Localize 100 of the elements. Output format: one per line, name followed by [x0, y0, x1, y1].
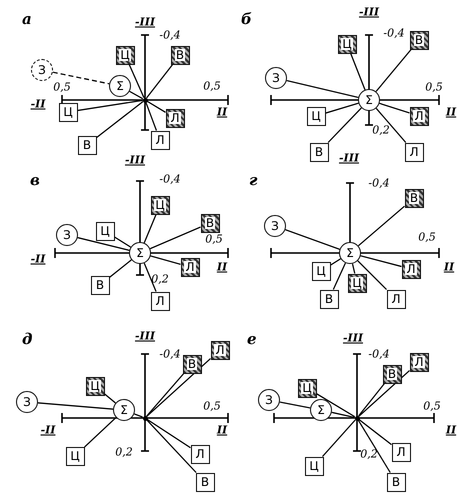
hatched-box — [338, 34, 356, 54]
connector-line — [38, 402, 114, 410]
axis-label: II — [216, 262, 228, 272]
circle-node: Σ — [358, 89, 380, 111]
axis-label: II — [446, 424, 456, 436]
hatched-box — [382, 364, 402, 384]
hatched-box — [210, 340, 230, 360]
hatched-box — [402, 260, 420, 278]
connector-line — [330, 258, 341, 266]
hatched-box — [170, 46, 190, 64]
tick-value: -0,4 — [368, 348, 390, 360]
panel-letter: а — [22, 12, 32, 27]
hatched-box — [182, 354, 202, 374]
connector-line — [134, 413, 143, 418]
axis-label: -III — [125, 154, 145, 166]
connector-line — [77, 100, 143, 112]
axis-label: II — [216, 424, 228, 436]
connector-line — [146, 373, 184, 416]
connector-line — [128, 64, 145, 98]
tick-value: 0,5 — [203, 80, 221, 92]
axis-label: II — [444, 262, 454, 272]
connector-line — [145, 102, 157, 131]
connector-line — [360, 255, 402, 268]
panel-letter: в — [30, 173, 40, 188]
connector-line — [144, 214, 157, 244]
tick-value: 0,5 — [205, 234, 223, 244]
connector-line — [109, 259, 132, 278]
hatched-box — [180, 258, 200, 276]
center-point — [142, 416, 148, 420]
axis-label: -II — [30, 98, 46, 110]
connector-line — [357, 260, 387, 290]
box-node: В — [386, 472, 406, 492]
axis-label: -II — [40, 424, 56, 436]
connector-line — [150, 226, 201, 250]
box-node: Ц — [96, 222, 114, 240]
box-node: Л — [392, 442, 410, 462]
axis-label: -III — [339, 152, 359, 164]
connector-line — [146, 64, 174, 98]
circle-node: Σ — [310, 399, 332, 421]
node-label: Ц — [89, 380, 101, 392]
connector-line — [352, 264, 356, 274]
connector-line — [376, 49, 412, 92]
box-node: Л — [150, 292, 170, 310]
tick-value: 0,5 — [203, 400, 221, 412]
hatched-box — [116, 46, 134, 64]
connector-line — [146, 100, 166, 113]
axis-label: -III — [135, 16, 155, 28]
connector-line — [146, 418, 191, 448]
node-label: Л — [413, 356, 425, 368]
connector-line — [114, 236, 131, 248]
tick-value: 0,5 — [418, 232, 436, 242]
tick-value: -0,4 — [159, 174, 181, 184]
tick-value: -0,4 — [159, 30, 181, 40]
axis-label: -II — [30, 254, 46, 264]
circle-node: З — [258, 389, 280, 411]
box-node: В — [78, 136, 96, 154]
circle-node: З — [56, 224, 78, 246]
hatched-box — [348, 274, 366, 292]
box-node: Л — [150, 130, 170, 150]
panel-letter: е — [247, 332, 257, 347]
circle-node: З — [31, 59, 53, 81]
circle-node: Σ — [129, 242, 151, 264]
node-label: Л — [413, 110, 425, 122]
connector-line — [285, 229, 340, 250]
box-node: В — [196, 472, 214, 492]
connector-line — [150, 255, 181, 265]
hatched-box — [86, 376, 104, 396]
connector-line — [379, 102, 410, 114]
node-label: Ц — [351, 277, 363, 289]
axis-label: -III — [359, 6, 379, 18]
connector-line — [52, 72, 110, 84]
connector-line — [84, 417, 116, 448]
connector-line — [144, 262, 157, 292]
axis-label: II — [216, 106, 228, 118]
box-node: Ц — [304, 456, 324, 476]
node-label: В — [408, 192, 420, 204]
connector-line — [322, 419, 356, 457]
node-label: Ц — [119, 49, 131, 61]
connector-line — [358, 370, 410, 417]
panel-letter: д — [22, 332, 32, 347]
tick-value: 0,2 — [360, 448, 378, 460]
connector-line — [104, 393, 116, 404]
tick-value: 0,5 — [425, 82, 443, 92]
connector-line — [358, 420, 391, 473]
connector-line — [78, 237, 130, 251]
node-label: Л — [405, 263, 417, 275]
box-node: Л — [404, 142, 424, 162]
hatched-box — [410, 30, 428, 50]
axis-label: -III — [343, 332, 363, 344]
connector-line — [129, 90, 144, 100]
connector-line — [358, 419, 392, 446]
box-node: Ц — [306, 106, 326, 126]
panel-letter: г — [249, 173, 258, 188]
box-node: Ц — [312, 262, 330, 280]
axis-label: -III — [135, 330, 155, 342]
node-label: В — [174, 49, 186, 61]
tick-value: 0,5 — [423, 400, 441, 412]
box-node: Л — [190, 444, 210, 464]
hatched-box — [410, 352, 428, 372]
box-node: Ц — [58, 102, 78, 122]
